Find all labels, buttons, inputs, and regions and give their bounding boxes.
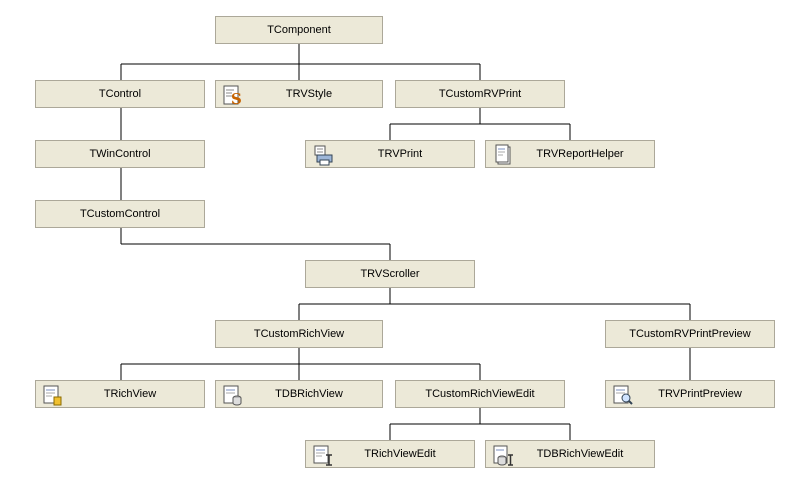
db-richview-component-icon xyxy=(223,385,242,406)
db-richview-edit-icon xyxy=(493,445,513,466)
node-label: TCustomRichViewEdit xyxy=(425,388,535,400)
node-label: TRVPrint xyxy=(377,148,423,160)
node-trichview[interactable]: TRichView xyxy=(35,380,205,408)
print-preview-icon xyxy=(613,385,633,405)
node-label: TWinControl xyxy=(89,148,151,160)
richview-component-icon xyxy=(43,385,62,406)
node-label: TControl xyxy=(98,88,142,100)
node-label: TRVPrintPreview xyxy=(658,388,742,400)
node-tdbrichview[interactable]: TDBRichView xyxy=(215,380,383,408)
node-trichviewedit[interactable]: TRichViewEdit xyxy=(305,440,475,468)
svg-text:S: S xyxy=(231,90,242,106)
richview-edit-icon xyxy=(313,445,332,466)
node-tcustomrichviewedit[interactable]: TCustomRichViewEdit xyxy=(395,380,565,408)
node-tcomponent[interactable]: TComponent xyxy=(215,16,383,44)
node-label: TDBRichView xyxy=(275,388,343,400)
node-label: TRichView xyxy=(103,388,157,400)
node-label: TRVScroller xyxy=(360,268,420,280)
node-tcustomrvprintpreview[interactable]: TCustomRVPrintPreview xyxy=(605,320,775,348)
node-twincontrol[interactable]: TWinControl xyxy=(35,140,205,168)
node-trvprintpreview[interactable]: TRVPrintPreview xyxy=(605,380,775,408)
node-label: TCustomRichView xyxy=(253,328,345,340)
node-tdbrichviewedit[interactable]: TDBRichViewEdit xyxy=(485,440,655,468)
node-label: TCustomControl xyxy=(79,208,161,220)
printer-component-icon xyxy=(314,145,333,166)
node-label: TRichViewEdit xyxy=(364,448,436,460)
report-document-icon xyxy=(495,144,511,165)
node-label: TComponent xyxy=(267,24,331,36)
node-tcustomrvprint[interactable]: TCustomRVPrint xyxy=(395,80,565,108)
node-label: TDBRichViewEdit xyxy=(536,448,624,460)
node-label: TCustomRVPrintPreview xyxy=(629,328,751,340)
node-label: TRVReportHelper xyxy=(536,148,624,160)
node-trvreporthelper[interactable]: TRVReportHelper xyxy=(485,140,655,168)
node-trvprint[interactable]: TRVPrint xyxy=(305,140,475,168)
node-trvscroller[interactable]: TRVScroller xyxy=(305,260,475,288)
node-tcustomrichview[interactable]: TCustomRichView xyxy=(215,320,383,348)
node-tcontrol[interactable]: TControl xyxy=(35,80,205,108)
node-label: TRVStyle xyxy=(285,88,333,100)
node-trvstyle[interactable]: S TRVStyle xyxy=(215,80,383,108)
node-label: TCustomRVPrint xyxy=(438,88,522,100)
style-component-icon: S xyxy=(223,85,242,106)
node-tcustomcontrol[interactable]: TCustomControl xyxy=(35,200,205,228)
